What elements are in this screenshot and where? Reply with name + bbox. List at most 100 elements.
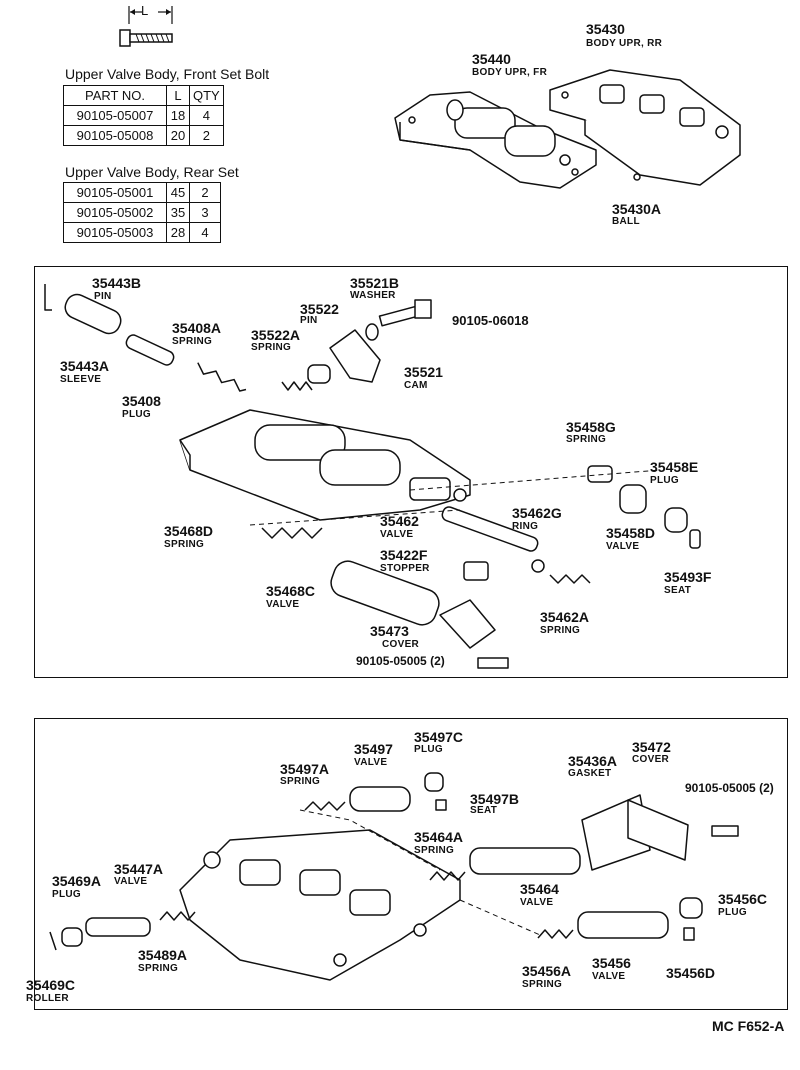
plug-35458e-part (664, 507, 688, 533)
part-name: SPRING (172, 336, 213, 347)
part-name: SPRING (251, 342, 292, 353)
part-name: BODY UPR, FR (472, 67, 548, 78)
part-name: COVER (632, 754, 670, 765)
part-name: COVER (382, 639, 420, 650)
table-cell: 90105-05002 (63, 202, 167, 223)
front-body-section-frame (34, 266, 788, 678)
part-name: PLUG (122, 409, 151, 420)
valve-35468c-part (330, 560, 440, 626)
part-number: 35443A (60, 358, 110, 374)
part-name: BODY UPR, RR (586, 38, 663, 49)
part-name: SPRING (138, 963, 179, 974)
part-number: 35456D (666, 965, 716, 981)
part-name: PLUG (414, 744, 443, 755)
column-header: L (166, 85, 190, 106)
part-name: SPRING (522, 979, 563, 990)
spring-35464a-part (429, 871, 466, 881)
table-row: 90105-05007 18 4 (63, 105, 224, 126)
part-number: 35443B (92, 275, 142, 291)
bolt-length-label: L (141, 3, 149, 18)
spring-35489a-part (159, 911, 196, 921)
ring-part (531, 559, 545, 573)
bolt-05005-front-part (477, 657, 509, 669)
part-number: 35493F (664, 569, 712, 585)
part-number: 35468C (266, 583, 316, 599)
part-number: 35430A (612, 201, 662, 217)
part-number: 35464 (520, 881, 559, 897)
plug-35469a-part (61, 927, 83, 947)
part-number: 35497B (470, 791, 520, 807)
bolt-icon (119, 6, 173, 47)
washer-part (365, 323, 379, 341)
part-number: 35458D (606, 525, 656, 541)
table-cell: 18 (166, 105, 190, 126)
table-cell: 90105-05003 (63, 222, 167, 243)
seat-35493f-part (689, 529, 701, 549)
table-row: 90105-05008 20 2 (63, 125, 224, 146)
seat-35497b-part (435, 799, 447, 811)
table-cell: 2 (189, 125, 224, 146)
valve-35456-part (577, 911, 669, 939)
part-number: 35472 (632, 739, 671, 755)
part-number: 35522 (300, 301, 339, 317)
part-name: VALVE (354, 757, 388, 768)
part-name: SPRING (164, 539, 205, 550)
part-number: 35462 (380, 513, 419, 529)
part-number: 35522A (251, 327, 301, 343)
pin-part (44, 284, 52, 311)
valve-35462-part (441, 506, 539, 552)
spring-35468d-part (261, 527, 323, 539)
part-number: 35521 (404, 364, 443, 380)
part-number: 35473 (370, 623, 409, 639)
plug-35456c-part (679, 897, 703, 919)
part-name: PLUG (650, 475, 679, 486)
plug-35408-part (125, 334, 175, 366)
plug-35497c-part (424, 772, 444, 792)
part-name: WASHER (350, 290, 396, 301)
part-name: RING (512, 521, 539, 532)
front-bolt-table: PART NO. L QTY 90105-05007 18 4 90105-05… (63, 85, 224, 146)
part-name: VALVE (592, 971, 626, 982)
part-name: VALVE (114, 876, 148, 887)
part-number: 90105-06018 (452, 313, 529, 328)
table-row: 90105-05002 35 3 (63, 202, 221, 223)
part-number: 35462G (512, 505, 562, 521)
part-number: 35464A (414, 829, 464, 845)
part-number: 35458G (566, 419, 616, 435)
part-name: SEAT (470, 805, 498, 816)
upper-body-front-part (394, 91, 597, 189)
part-name: SPRING (566, 434, 607, 445)
part-number: 35408 (122, 393, 161, 409)
part-name: STOPPER (380, 563, 430, 574)
part-number: 35489A (138, 947, 188, 963)
table-row: 90105-05001 45 2 (63, 182, 221, 203)
part-number: 35469C (26, 977, 76, 993)
part-name: BALL (612, 216, 640, 227)
part-name: GASKET (568, 768, 612, 779)
spring-35408a-part (197, 362, 247, 392)
stopper-part (463, 561, 489, 581)
part-name: ROLLER (26, 993, 69, 1004)
table-cell: 4 (189, 222, 221, 243)
part-name: PLUG (718, 907, 747, 918)
part-number: 35521B (350, 275, 400, 291)
part-number: 35469A (52, 873, 102, 889)
part-number: 35456C (718, 891, 768, 907)
part-number: 90105-05005 (2) (685, 781, 774, 795)
part-number: 35436A (568, 753, 618, 769)
table-cell: 45 (166, 182, 190, 203)
sleeve-part (64, 293, 122, 335)
part-name: SPRING (280, 776, 321, 787)
rear-bolt-table: 90105-05001 45 2 90105-05002 35 3 90105-… (63, 182, 221, 243)
part-number: 35447A (114, 861, 164, 877)
ball-part (633, 173, 641, 181)
part-name: SEAT (664, 585, 692, 596)
cam-part (329, 329, 381, 383)
figure-reference: MC F652-A (712, 1018, 785, 1034)
valve-35464-part (469, 847, 581, 875)
part-name: PIN (300, 315, 318, 326)
part-name: VALVE (380, 529, 414, 540)
spring-35522a-part (281, 381, 313, 391)
